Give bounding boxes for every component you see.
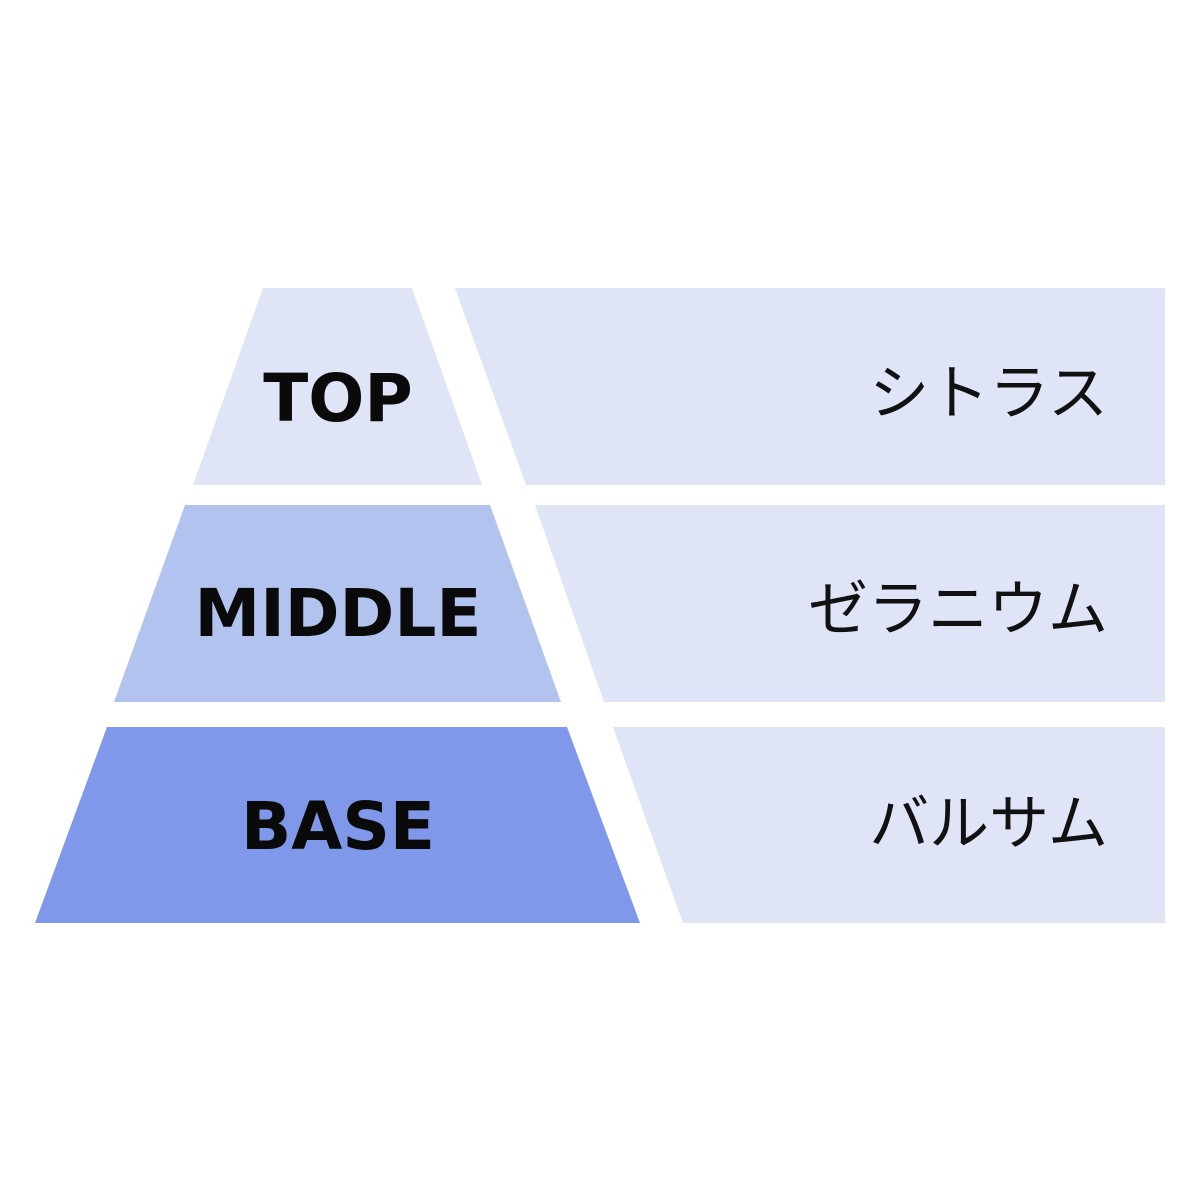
pyramid-tier-top [193,288,482,485]
note-panel-base [613,727,1165,923]
tier-label-base: BASE [241,788,435,865]
tier-label-top: TOP [263,360,413,437]
tier-note-middle: ゼラニウム [808,575,1108,645]
tier-note-base: バルサム [869,789,1108,859]
tier-note-top: シトラス [869,359,1108,429]
pyramid-tier-base [35,727,640,923]
pyramid-tier-middle [114,505,561,702]
note-panel-middle [535,505,1165,702]
note-panel-top [455,288,1165,485]
tier-label-middle: MIDDLE [195,575,482,652]
